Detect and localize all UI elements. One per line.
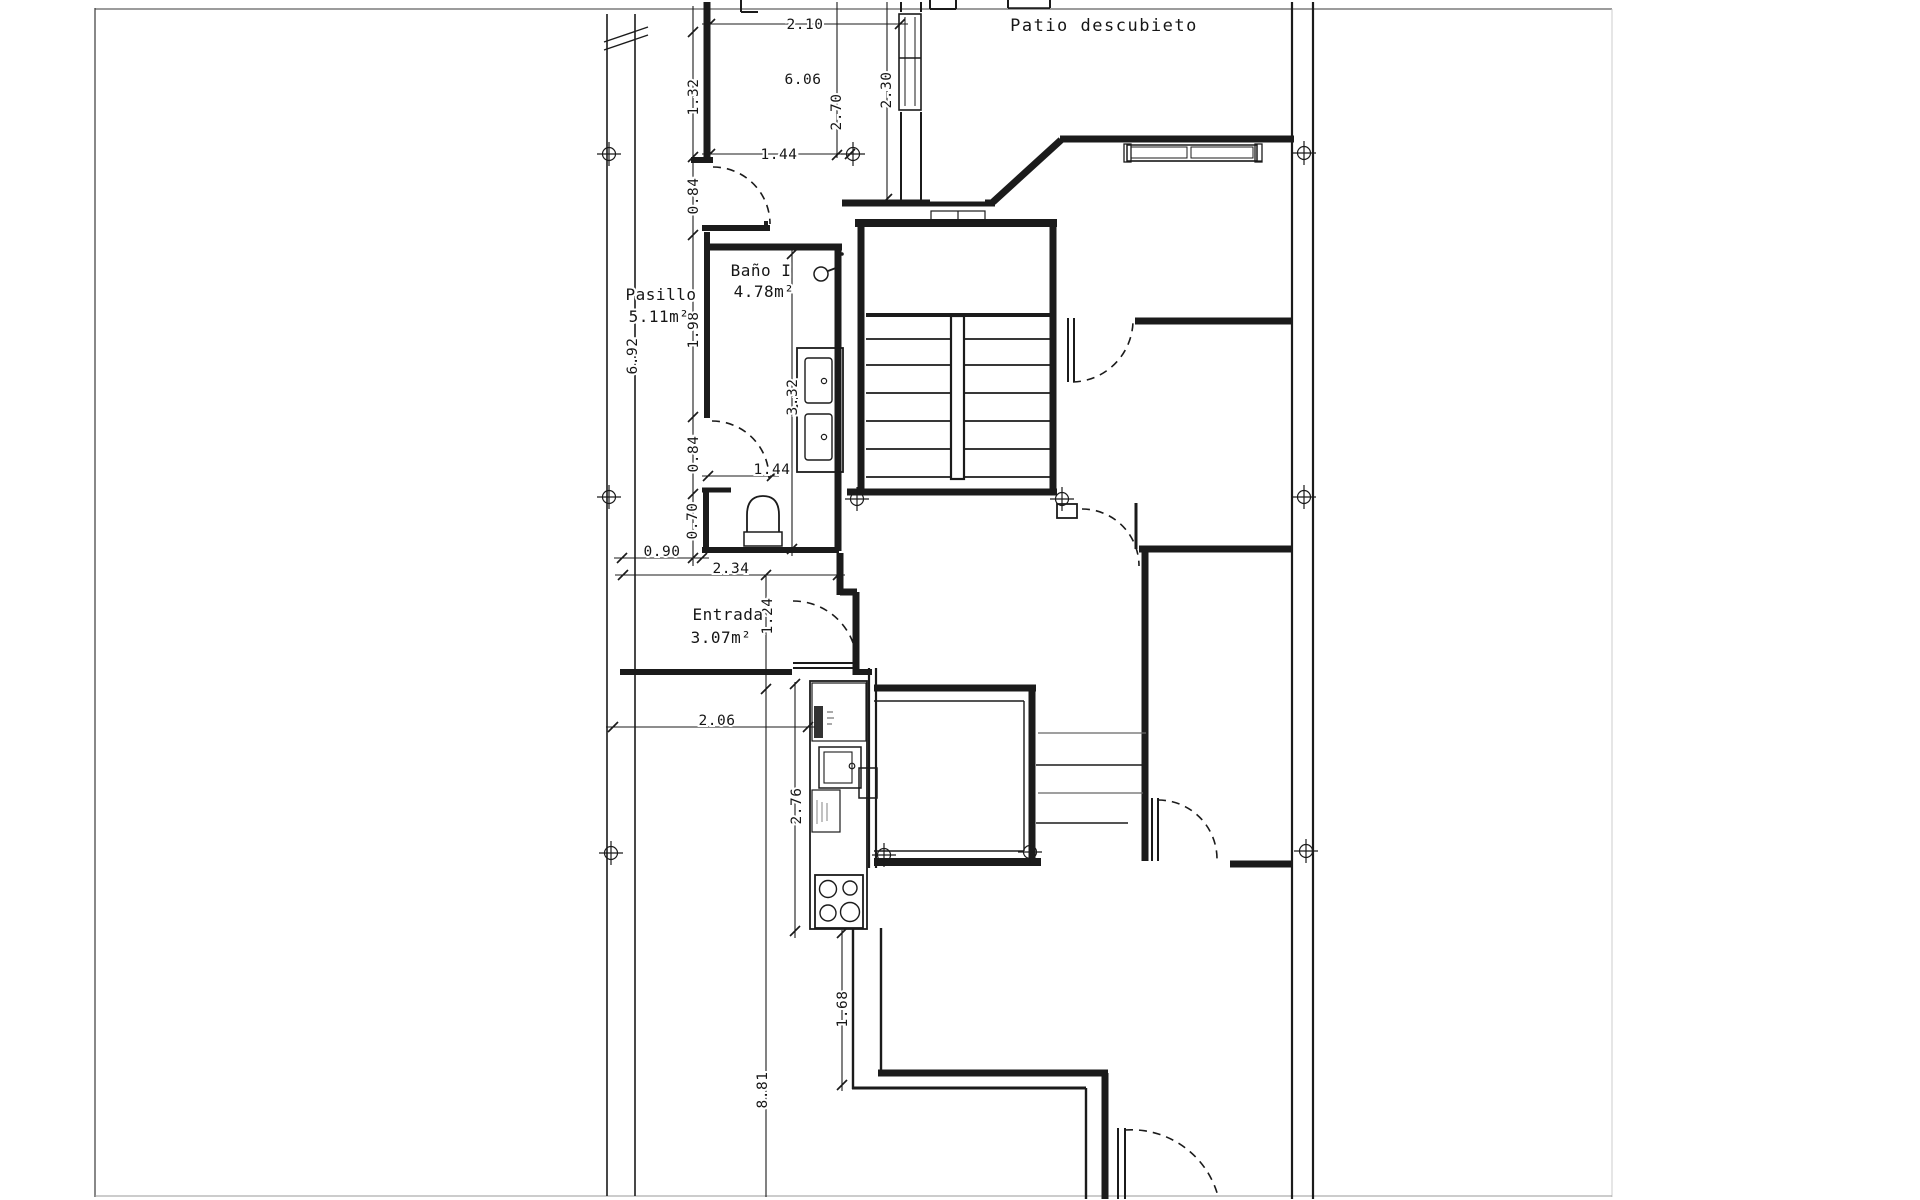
shower-head-icon <box>813 252 844 282</box>
kitchen-fixtures <box>809 680 868 930</box>
kitchen-stove <box>814 874 864 929</box>
survey-markers <box>597 141 1318 867</box>
walls-thin <box>851 2 1315 1199</box>
door-arc-top-left-room <box>712 166 771 225</box>
room-area-entrada: 3.07m² <box>691 628 752 647</box>
dim-881: 8.81 <box>755 1072 771 1109</box>
dim-234: 2.34 <box>713 561 750 577</box>
dimension-texts: 2.10 6.06 1.32 2.70 2.30 1.44 0.84 1.98 … <box>623 15 897 1110</box>
dim-206: 2.06 <box>699 713 736 729</box>
dim-132: 1.32 <box>686 79 702 116</box>
dim-210: 2.10 <box>787 17 824 33</box>
survey-marker-icon <box>597 142 621 166</box>
dim-230: 2.30 <box>879 72 895 109</box>
door-arc-corridor-south <box>1157 799 1218 860</box>
bathroom-fixtures <box>743 252 844 547</box>
toilet <box>743 495 783 547</box>
dim-070: 0.70 <box>685 503 701 540</box>
dim-084-upper: 0.84 <box>686 178 702 215</box>
door-jamb-stair-corner <box>1056 503 1078 519</box>
lot-boundary-lines <box>603 14 649 1196</box>
kitchen-counter <box>809 680 868 930</box>
dim-144-top: 1.44 <box>761 147 798 163</box>
room-label-entrada: Entrada <box>693 605 764 624</box>
door-arc-entrada <box>792 600 858 666</box>
door-arc-bottom-room <box>1124 1128 1219 1197</box>
room-labels: Patio descubieto Baño I 4.78m² Pasillo 5… <box>624 14 1199 649</box>
page-border <box>94 8 1613 1197</box>
dim-692: 6.92 <box>625 338 641 375</box>
dim-332: 3.32 <box>785 379 801 416</box>
dim-606: 6.06 <box>785 72 822 88</box>
dim-090: 0.90 <box>644 544 681 560</box>
room-label-pasillo: Pasillo <box>626 285 697 304</box>
kitchen-cabinet-top <box>811 682 867 742</box>
dim-124: 1.24 <box>760 598 776 635</box>
doors <box>711 166 1219 1197</box>
room-area-pasillo: 5.11m² <box>629 307 690 326</box>
staircase-lower-flight <box>1036 732 1146 824</box>
walls-thick <box>620 2 1294 1199</box>
door-arc-bathroom <box>711 420 770 479</box>
cut-wall-stubs <box>740 0 1051 13</box>
vanity-double-sink <box>796 347 844 473</box>
door-arc-bedroom-right <box>1072 321 1134 383</box>
room-label-patio: Patio descubieto <box>1010 16 1198 36</box>
kitchen-cabinet-label <box>811 789 841 833</box>
kitchen-hatch <box>814 706 823 738</box>
kitchen-sink <box>818 746 862 789</box>
kitchen-duct <box>858 767 878 799</box>
dim-168: 1.68 <box>835 991 851 1028</box>
dim-084-lower: 0.84 <box>686 436 702 473</box>
dim-144-mid: 1.44 <box>754 462 791 478</box>
staircase-main <box>866 314 1050 481</box>
room-area-banio: 4.78m² <box>734 282 795 301</box>
service-box-walls <box>874 684 1041 866</box>
room-label-banio: Baño I <box>731 261 792 280</box>
dim-198: 1.98 <box>686 312 702 349</box>
dimension-lines <box>606 2 908 1197</box>
dim-270: 2.70 <box>829 94 845 131</box>
dim-276: 2.76 <box>789 788 805 825</box>
window-bedroom-top-right <box>1123 143 1263 163</box>
window-stair-landing <box>930 201 987 222</box>
door-arc-bedroom-mid <box>1081 508 1140 567</box>
window-vertical-top-left <box>894 12 926 112</box>
